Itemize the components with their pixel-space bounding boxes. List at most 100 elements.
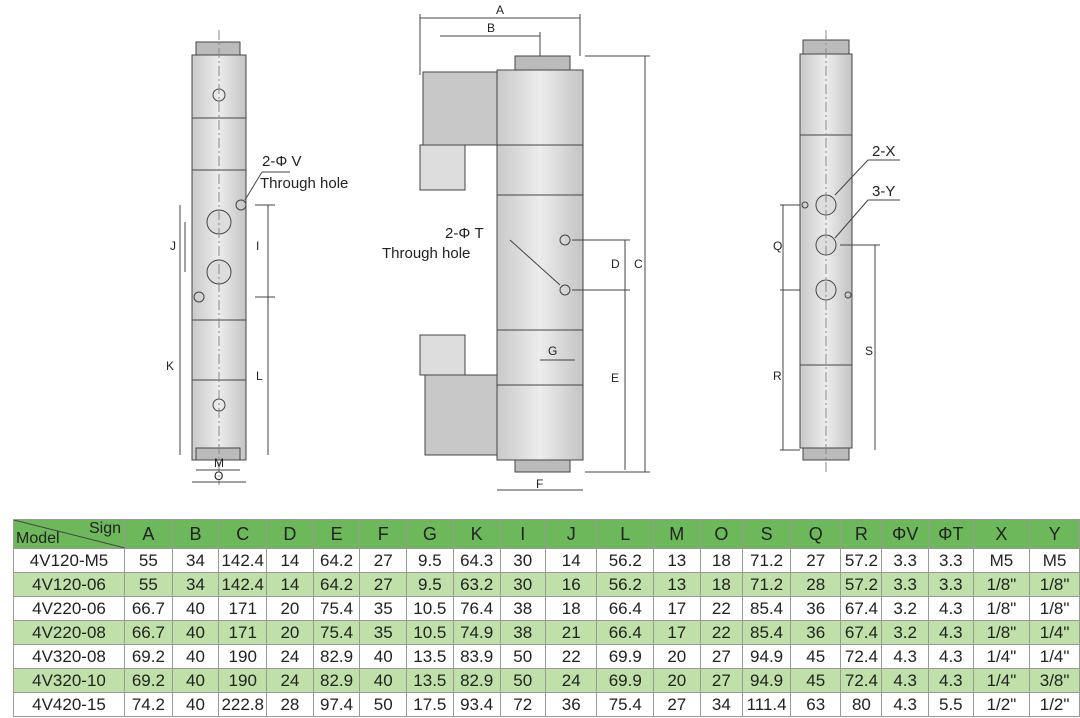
column-header: ΦT (927, 519, 974, 549)
table-cell: 66.4 (596, 620, 655, 645)
technical-drawing: 2-Φ V Through hole J I K L M O 2-Φ T Thr… (166, 3, 900, 491)
table-cell: 4.3 (881, 692, 929, 717)
dim-r: R (773, 369, 782, 383)
table-cell: 111.4 (742, 692, 792, 717)
table-cell: 74.9 (452, 620, 501, 645)
table-cell: 63.2 (452, 572, 501, 597)
table-cell: 10.5 (405, 620, 454, 645)
model-cell: 4V220-06 (13, 596, 125, 621)
table-cell: 75.4 (312, 596, 361, 621)
table-cell: 24 (545, 668, 598, 693)
table-cell: 40 (171, 596, 220, 621)
table-cell: 34 (699, 692, 744, 717)
table-cell: 64.3 (452, 548, 501, 573)
column-header: F (359, 519, 407, 549)
table-cell: 38 (499, 596, 547, 621)
column-header: X (972, 519, 1031, 549)
table-cell: 20 (266, 596, 314, 621)
table-cell: 190 (218, 644, 268, 669)
table-cell: 9.5 (405, 572, 454, 597)
column-header: R (840, 519, 883, 549)
table-cell: 69.2 (124, 644, 173, 669)
table-cell: 222.8 (218, 692, 268, 717)
table-cell: 66.4 (596, 596, 655, 621)
table-cell: 1/8" (972, 572, 1031, 597)
table-cell: 17 (653, 620, 701, 645)
dim-o: O (214, 469, 223, 483)
table-cell: 45 (790, 644, 842, 669)
port-x-label: 2-X (872, 143, 895, 160)
table-cell: 55 (124, 572, 173, 597)
table-cell: 75.4 (596, 692, 655, 717)
corner-model: Model (16, 530, 60, 547)
table-cell: 97.4 (312, 692, 361, 717)
table-cell: 3.3 (927, 572, 974, 597)
table-cell: 85.4 (742, 596, 792, 621)
table-cell: 24 (266, 668, 314, 693)
table-cell: 40 (171, 620, 220, 645)
model-cell: 4V320-10 (13, 668, 125, 693)
column-header: I (499, 519, 547, 549)
table-cell: 75.4 (312, 620, 361, 645)
column-header: L (596, 519, 655, 549)
table-cell: 14 (266, 572, 314, 597)
table-cell: 63 (790, 692, 842, 717)
table-cell: 9.5 (405, 548, 454, 573)
column-header: D (266, 519, 314, 549)
table-cell: 69.9 (596, 668, 655, 693)
table-cell: 4.3 (927, 620, 974, 645)
table-cell: 85.4 (742, 620, 792, 645)
table-cell: 40 (359, 668, 407, 693)
table-cell: 50 (499, 644, 547, 669)
table-cell: 17.5 (405, 692, 454, 717)
table-cell: 36 (545, 692, 598, 717)
table-cell: 28 (266, 692, 314, 717)
table-cell: 18 (699, 572, 744, 597)
table-cell: 13.5 (405, 644, 454, 669)
table-cell: 72.4 (840, 644, 883, 669)
middle-hole-label: 2-Φ T (445, 225, 484, 242)
table-cell: 94.9 (742, 668, 792, 693)
table-cell: 69.2 (124, 668, 173, 693)
column-header: S (742, 519, 792, 549)
model-cell: 4V220-08 (13, 620, 125, 645)
table-cell: 74.2 (124, 692, 173, 717)
table-cell: 1/2" (1029, 692, 1080, 717)
table-cell: 1/8" (972, 596, 1031, 621)
table-cell: 64.2 (312, 548, 361, 573)
table-cell: 1/4" (1029, 644, 1080, 669)
middle-view (419, 14, 650, 491)
table-cell: 4.3 (927, 596, 974, 621)
table-corner-header: Sign Model (13, 519, 125, 549)
column-header: B (171, 519, 220, 549)
table-cell: 22 (699, 620, 744, 645)
table-cell: 3.3 (927, 548, 974, 573)
dim-a: A (496, 3, 504, 17)
table-cell: 3/8" (1029, 668, 1080, 693)
dim-b: B (487, 21, 495, 35)
table-cell: 80 (840, 692, 883, 717)
table-cell: 34 (171, 572, 220, 597)
table-cell: 28 (790, 572, 842, 597)
table-cell: 57.2 (840, 572, 883, 597)
dim-q: Q (773, 239, 782, 253)
table-cell: M5 (1029, 548, 1080, 573)
table-cell: 24 (266, 644, 314, 669)
table-cell: 142.4 (218, 548, 268, 573)
table-cell: 50 (359, 692, 407, 717)
table-cell: 71.2 (742, 548, 792, 573)
table-cell: 69.9 (596, 644, 655, 669)
table-cell: 35 (359, 596, 407, 621)
table-cell: 3.2 (881, 620, 929, 645)
table-cell: 72.4 (840, 668, 883, 693)
table-cell: 38 (499, 620, 547, 645)
table-cell: 142.4 (218, 572, 268, 597)
table-cell: 40 (171, 668, 220, 693)
column-header: E (312, 519, 361, 549)
table-cell: 20 (653, 668, 701, 693)
dim-m: M (214, 456, 224, 470)
table-cell: 3.2 (881, 596, 929, 621)
